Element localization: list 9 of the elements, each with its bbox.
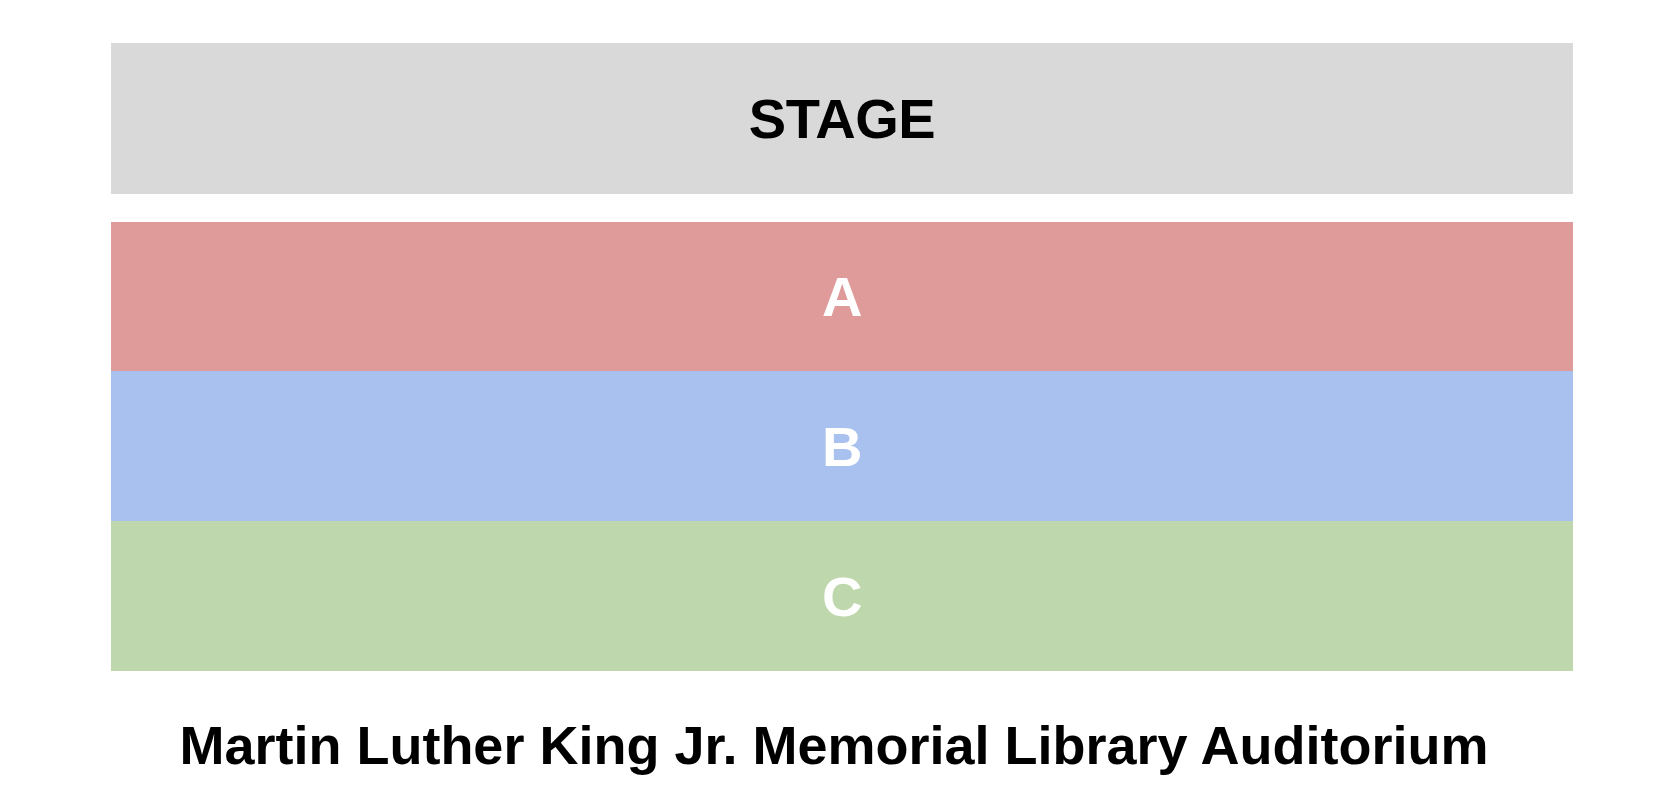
seating-section [111,521,1573,671]
seating-section [111,222,1573,371]
section-label: B [822,413,862,479]
venue-title: Martin Luther King Jr. Memorial Library Auditorium [178,714,1490,776]
stage-label: STAGE [748,86,936,151]
seating-section [111,371,1573,521]
stage-area [111,43,1573,194]
section-label: A [822,264,862,329]
section-label: C [822,563,862,629]
